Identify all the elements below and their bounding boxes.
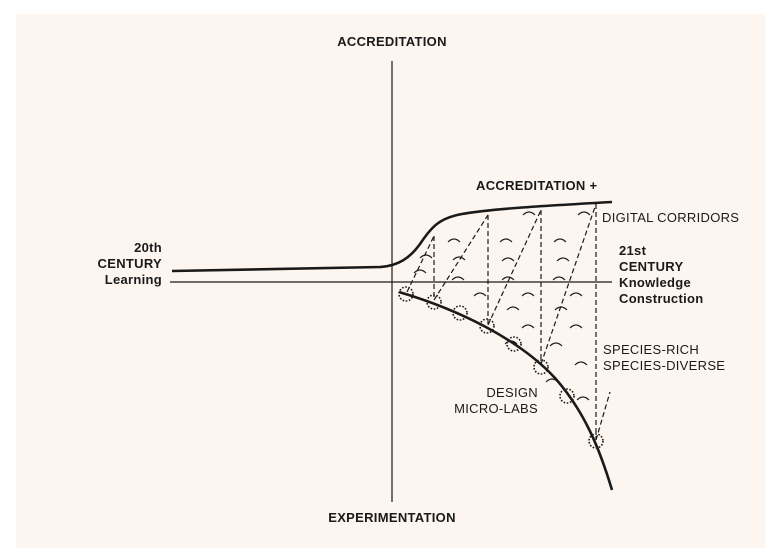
species-label-line1: SPECIES-RICH	[603, 342, 700, 357]
left-label-line1: 20th	[134, 240, 162, 255]
species-arcs	[413, 211, 591, 401]
axis-label-top: ACCREDITATION	[337, 34, 447, 49]
lower-curve	[398, 290, 614, 491]
axis-label-bottom: EXPERIMENTATION	[328, 510, 456, 525]
upper-curve-label: ACCREDITATION +	[476, 178, 598, 193]
digital-corridors-label: DIGITAL CORRIDORS	[602, 210, 740, 225]
design-label-line1: DESIGN	[486, 385, 538, 400]
right-label-line3: Knowledge	[619, 275, 692, 290]
right-label-line4: Construction	[619, 291, 704, 306]
upper-curve	[171, 200, 613, 273]
vertical-dashed-lines	[433, 204, 597, 440]
right-label-line1: 21st	[619, 243, 647, 258]
left-label-line3: Learning	[104, 272, 162, 287]
micro-lab-circles	[398, 286, 604, 449]
diagonal-dashed-lines	[406, 203, 611, 441]
design-label-line2: MICRO-LABS	[454, 401, 538, 416]
right-label-line2: CENTURY	[619, 259, 684, 274]
diagram-panel	[16, 14, 765, 548]
species-label-line2: SPECIES-DIVERSE	[603, 358, 726, 373]
left-label-line2: CENTURY	[97, 256, 162, 271]
